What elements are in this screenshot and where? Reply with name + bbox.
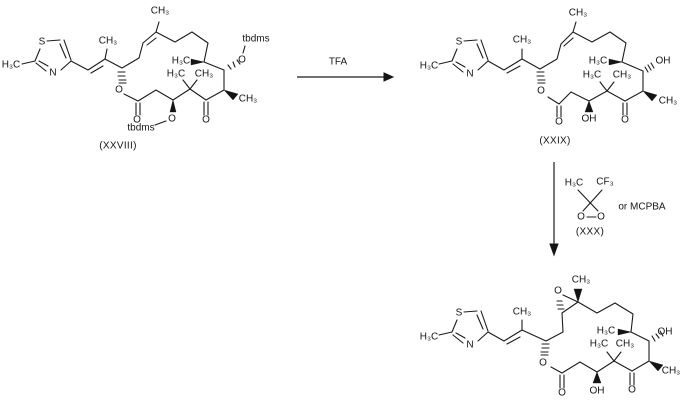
ketone-oxygen-label: O xyxy=(628,385,636,396)
wedge-bond-c3-oh xyxy=(592,371,602,384)
ketone-oxygen-label: O xyxy=(202,115,210,126)
structure-xxix: H₃C S N CH₃ CH₃ H₃C H₃C CH₃ OH CH₃ O O O… xyxy=(420,8,678,147)
carbonyl-oxygen-label: O xyxy=(558,388,566,399)
wedge-bond-c8-methyl xyxy=(190,58,205,66)
methyl-label: CH₃ xyxy=(239,94,258,105)
methyl-label: H₃C xyxy=(420,61,439,72)
gem-dimethyl-label: H₃C xyxy=(583,70,602,81)
nitrogen-label: N xyxy=(466,69,473,80)
hashed-bond-c15-oester xyxy=(536,71,546,84)
epoxide-oxygen-label: O xyxy=(554,286,562,297)
oxygen-label: O xyxy=(168,114,176,125)
wedge-bond-c8-methyl xyxy=(608,58,623,66)
hashed-bond-c15-oester xyxy=(117,71,127,84)
hydroxyl-label: OH xyxy=(582,114,597,125)
tbdms-label: tbdms xyxy=(127,123,154,134)
gem-dimethyl-label: CH₃ xyxy=(195,69,214,80)
gem-dimethyl-label: H₃C xyxy=(590,339,609,350)
gem-dimethyl-label: CH₃ xyxy=(613,70,632,81)
sulfur-label: S xyxy=(456,37,463,48)
methyl-label: H₃C xyxy=(597,326,616,337)
wedge-bond-c6-methyl xyxy=(223,89,239,101)
hydroxyl-label: OH xyxy=(656,56,671,67)
ester-oxygen-label: O xyxy=(539,358,547,369)
arrow-head-icon xyxy=(383,72,395,82)
tbdms-label: tbdms xyxy=(242,34,269,45)
ester-oxygen-label: O xyxy=(537,86,545,97)
reaction-arrow-step1: TFA xyxy=(297,57,395,82)
wedge-bond-c3-oh xyxy=(584,100,594,113)
wedge-bond-c6-methyl xyxy=(642,90,658,102)
hydroxyl-label: OH xyxy=(590,386,605,397)
bond-skeleton xyxy=(438,294,650,389)
oxygen-label: O xyxy=(238,55,246,66)
hashed-bond-c7-oh xyxy=(651,330,664,342)
methyl-label: CH₃ xyxy=(572,275,591,286)
oxygen-label: O xyxy=(597,212,605,223)
hashed-bond-c13-epoxide-o xyxy=(556,300,565,310)
mcpba-label: or MCPBA xyxy=(618,202,666,213)
trifluoromethyl-label: CF₃ xyxy=(596,177,613,188)
methyl-label: CH₃ xyxy=(513,35,532,46)
methyl-label: CH₃ xyxy=(99,36,118,47)
caption-xxix: (XXIX) xyxy=(539,136,570,147)
wedge-bond-c8-methyl xyxy=(617,328,632,336)
reagent-xxx-dioxirane: H₃C CF₃ O O or MCPBA (XXX) xyxy=(565,177,666,238)
methyl-label: H₃C xyxy=(172,56,191,67)
nitrogen-label: N xyxy=(466,340,473,351)
bond-skeleton xyxy=(577,189,603,218)
methyl-label: H₃C xyxy=(565,178,584,189)
methyl-label: CH₃ xyxy=(513,307,532,318)
hashed-bond-c7-oh xyxy=(644,62,655,73)
wedge-bond-c3-otbdms xyxy=(169,99,177,113)
ester-oxygen-label: O xyxy=(115,85,123,96)
methyl-label: H₃C xyxy=(2,60,21,71)
bond-skeleton xyxy=(21,21,246,126)
tfa-label: TFA xyxy=(329,57,348,68)
oxygen-label: O xyxy=(577,212,585,223)
sulfur-label: S xyxy=(39,37,46,48)
sulfur-label: S xyxy=(456,308,463,319)
hydroxyl-label: OH xyxy=(658,327,673,338)
methyl-label: CH₃ xyxy=(569,8,588,19)
wedge-bond-c12-methyl xyxy=(573,288,583,303)
bond-skeleton xyxy=(438,21,644,118)
caption-xxx: (XXX) xyxy=(576,227,604,238)
wedge-bond-c6-methyl xyxy=(648,360,664,372)
gem-dimethyl-label: H₃C xyxy=(167,69,186,80)
carbonyl-oxygen-label: O xyxy=(555,117,563,128)
caption-xxviii: (XXVIII) xyxy=(99,141,136,152)
arrow-head-icon xyxy=(549,243,559,257)
methyl-label: CH₃ xyxy=(662,366,681,377)
structure-xxviii: H₃C S N CH₃ CH₃ H₃C H₃C CH₃ tbdms O CH₃ … xyxy=(2,6,270,152)
hashed-bond-c7-otbdms xyxy=(227,59,241,70)
methyl-label: H₃C xyxy=(420,332,439,343)
ketone-oxygen-label: O xyxy=(621,115,629,126)
structure-product-epoxide: H₃C S N CH₃ O CH₃ H₃C H₃C CH₃ OH CH₃ O O… xyxy=(420,275,681,399)
methyl-label: CH₃ xyxy=(659,96,678,107)
carbonyl-oxygen-label: O xyxy=(133,115,141,126)
methyl-label: H₃C xyxy=(589,56,608,67)
gem-dimethyl-label: CH₃ xyxy=(616,339,635,350)
reaction-arrow-step2 xyxy=(549,162,559,257)
methyl-label: CH₃ xyxy=(151,6,170,17)
nitrogen-label: N xyxy=(49,68,56,79)
hashed-bond-c15-oester xyxy=(540,343,550,356)
